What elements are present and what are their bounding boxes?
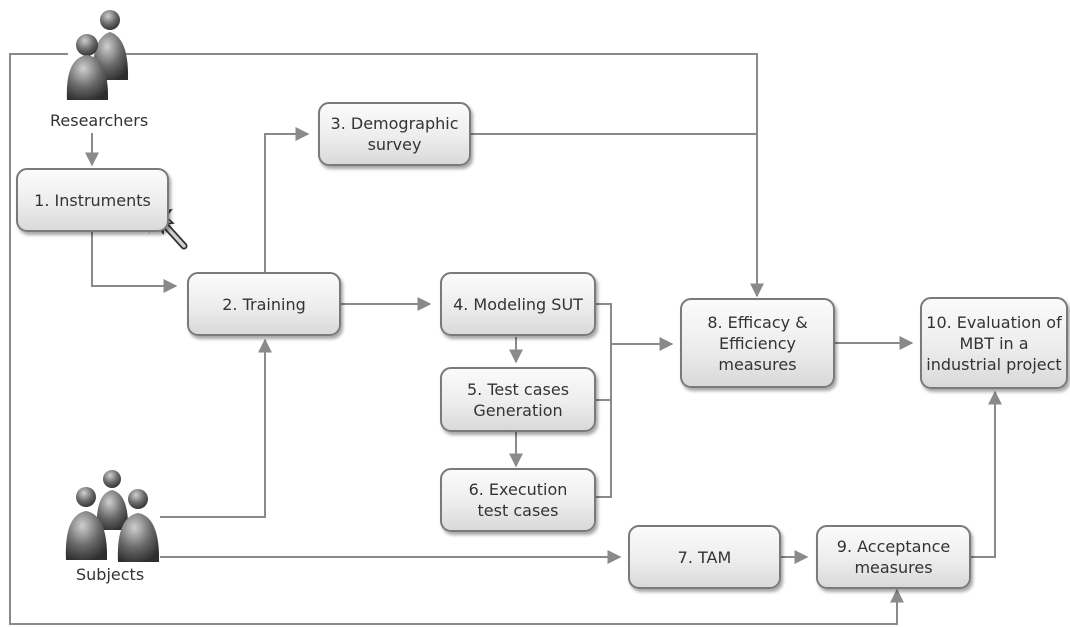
node-execution-test-cases-label: 6. Execution test cases [468,480,568,520]
subjects-label: Subjects [76,565,145,584]
node-acceptance-measures-label: 9. Acceptance measures [836,537,951,577]
node-evaluation-mbt-label: 10. Evaluation of MBT in a industrial pr… [926,312,1062,374]
edge-instruments-to-training [91,232,178,293]
node-demographic-survey: 3. Demographic survey [318,102,471,166]
node-instruments: 1. Instruments [16,168,169,232]
edge-subjects-to-training [160,338,272,518]
researchers-label: Researchers [50,111,149,130]
node-execution-test-cases: 6. Execution test cases [440,468,596,532]
node-training-label: 2. Training [222,294,306,314]
node-evaluation-mbt: 10. Evaluation of MBT in a industrial pr… [920,297,1068,389]
node-modeling-sut: 4. Modeling SUT [440,272,596,336]
node-demographic-survey-label: 3. Demographic survey [330,114,459,154]
node-tam: 7. TAM [628,525,781,589]
group-of-people-icon [65,470,160,562]
edge-training-to-demographic [264,127,310,272]
node-tam-label: 7. TAM [677,547,732,567]
node-training: 2. Training [187,272,341,336]
edge-researchers-to-evaluation-loop [9,53,904,625]
node-efficacy-efficiency-label: 8. Efficacy & Efficiency measures [707,312,808,374]
node-test-cases-generation-label: 5. Test cases Generation [466,379,570,420]
node-acceptance-measures: 9. Acceptance measures [816,525,971,589]
edge-researchers-to-efficacy [120,53,764,298]
node-modeling-sut-label: 4. Modeling SUT [453,294,583,314]
group-of-people-icon [66,10,129,100]
edge-acceptance-to-evaluation [971,390,1002,558]
node-instruments-label: 1. Instruments [34,190,151,210]
node-test-cases-generation: 5. Test cases Generation [440,367,596,432]
node-efficacy-efficiency: 8. Efficacy & Efficiency measures [680,298,835,388]
